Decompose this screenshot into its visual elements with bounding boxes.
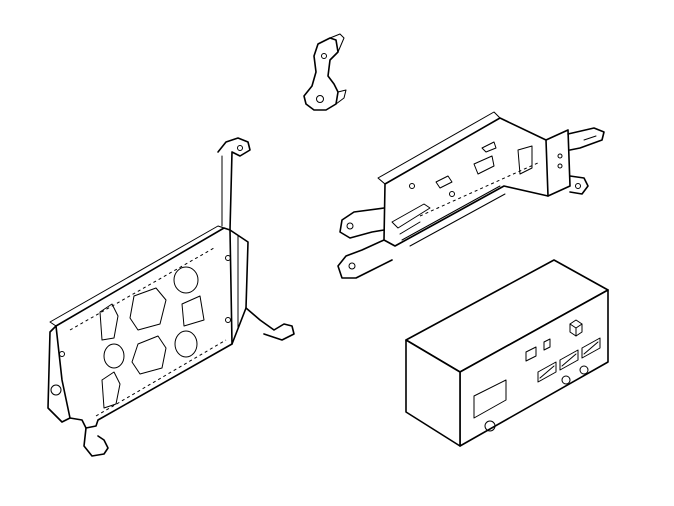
- left-mounting-bracket: [47, 137, 295, 457]
- control-box: [405, 259, 609, 447]
- right-mounting-bracket: [337, 111, 605, 279]
- small-hook-bracket: [303, 33, 347, 111]
